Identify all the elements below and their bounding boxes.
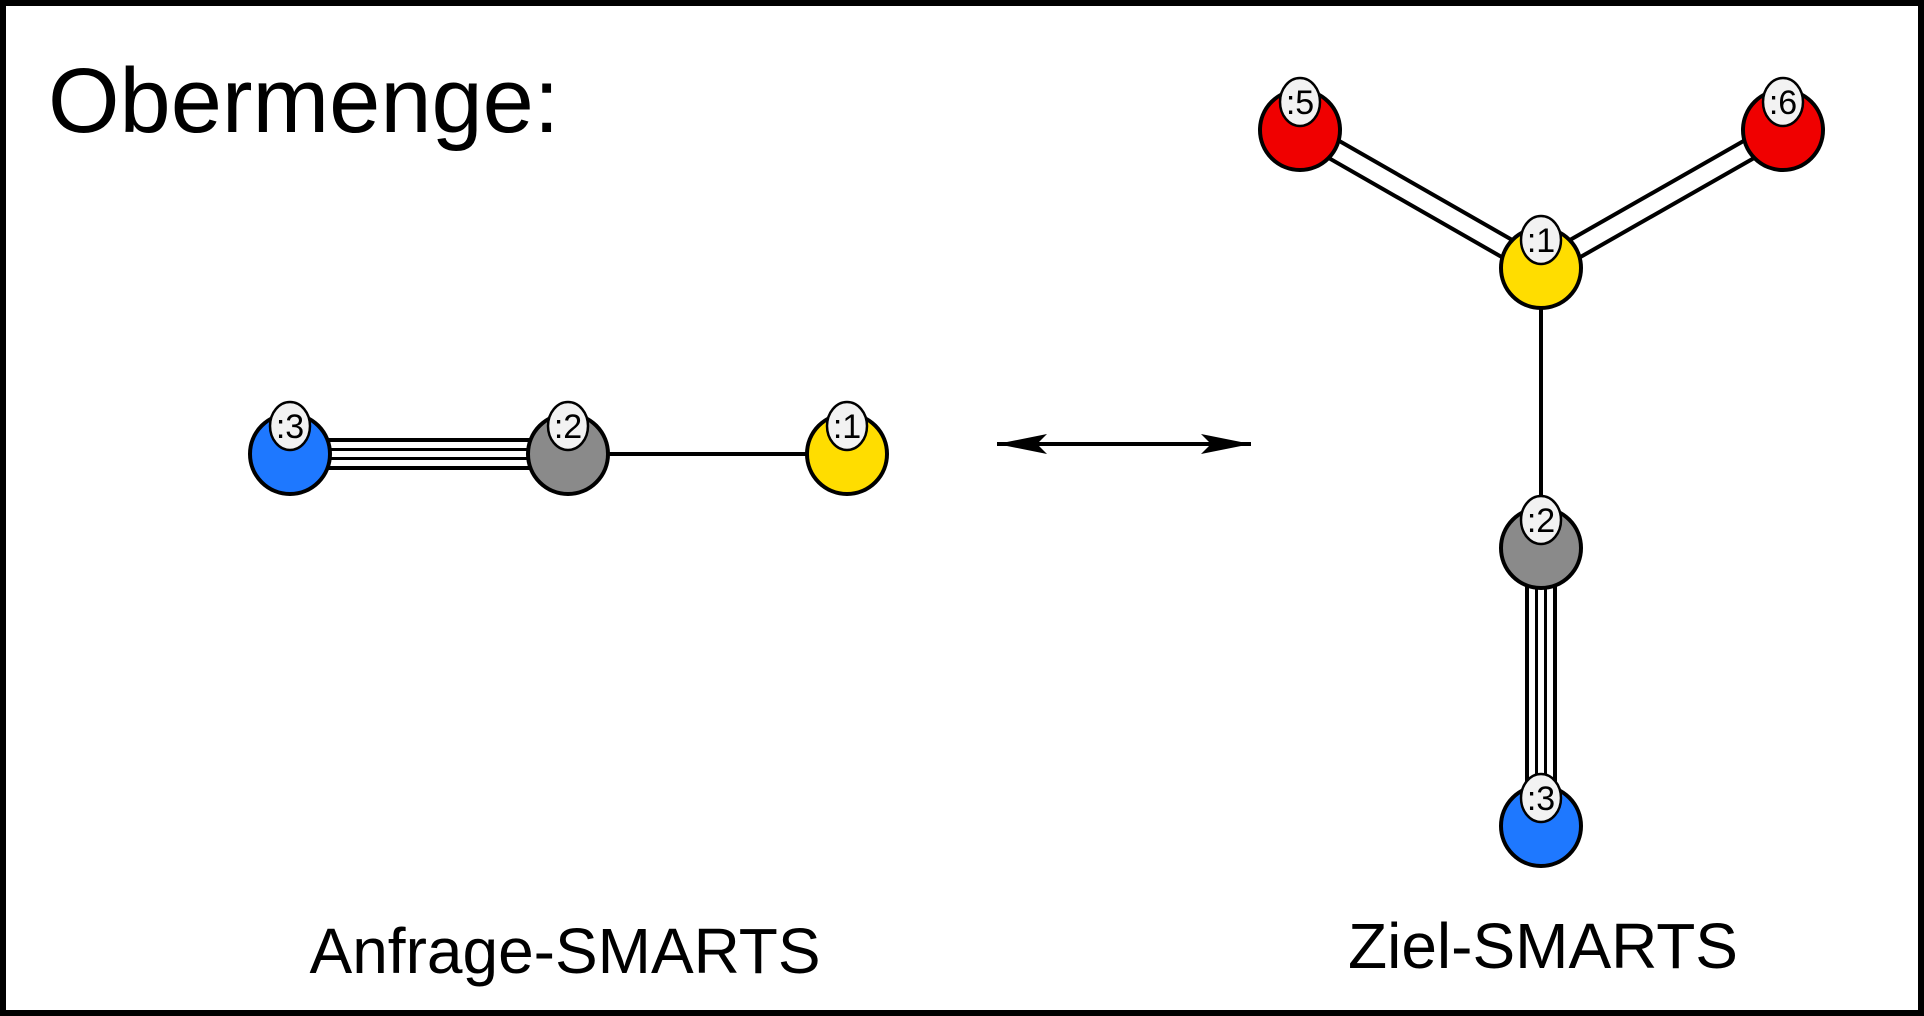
query-caption: Anfrage-SMARTS xyxy=(310,915,821,987)
atom-map-label-bubble xyxy=(825,400,869,452)
atom-map-label-bubble xyxy=(268,400,312,452)
atom-map-label: :1 xyxy=(833,408,861,446)
query-atom-carbon-q2: :2 xyxy=(526,400,610,496)
atom-map-label: :6 xyxy=(1769,84,1797,122)
atom-map-label-bubble xyxy=(1519,772,1563,824)
atom-map-label: :5 xyxy=(1286,84,1314,122)
atom-map-label: :2 xyxy=(1527,502,1555,540)
atom-map-label-bubble xyxy=(1519,494,1563,546)
atom-map-label: :3 xyxy=(1527,780,1555,818)
query-atom-sulfur-q1: :1 xyxy=(805,400,889,496)
query-molecule: :3 :2 :1 xyxy=(248,400,889,496)
target-bond-t6-t1 xyxy=(1535,119,1789,279)
target-atom-oxygen-t5: :5 xyxy=(1258,76,1342,172)
query-bond-q3-q2 xyxy=(290,438,568,470)
atom-map-label: :2 xyxy=(554,408,582,446)
target-atom-oxygen-t6: :6 xyxy=(1741,76,1825,172)
target-atom-carbon-t2: :2 xyxy=(1499,494,1583,590)
atom-map-label-bubble xyxy=(546,400,590,452)
atom-map-label-bubble xyxy=(1519,214,1563,266)
target-atom-sulfur-t1: :1 xyxy=(1499,214,1583,310)
target-molecule: :5 :6 :1 :2 :3 xyxy=(1258,76,1825,868)
atom-map-label: :3 xyxy=(276,408,304,446)
atom-map-label-bubble xyxy=(1278,76,1322,128)
atom-map-label: :1 xyxy=(1527,222,1555,260)
target-atom-nitrogen-t3: :3 xyxy=(1499,772,1583,868)
atom-map-label-bubble xyxy=(1761,76,1805,128)
target-caption: Ziel-SMARTS xyxy=(1348,910,1738,982)
target-bond-t5-t1 xyxy=(1294,119,1547,279)
page-title: Obermenge: xyxy=(48,50,559,152)
query-atom-nitrogen-q3: :3 xyxy=(248,400,332,496)
